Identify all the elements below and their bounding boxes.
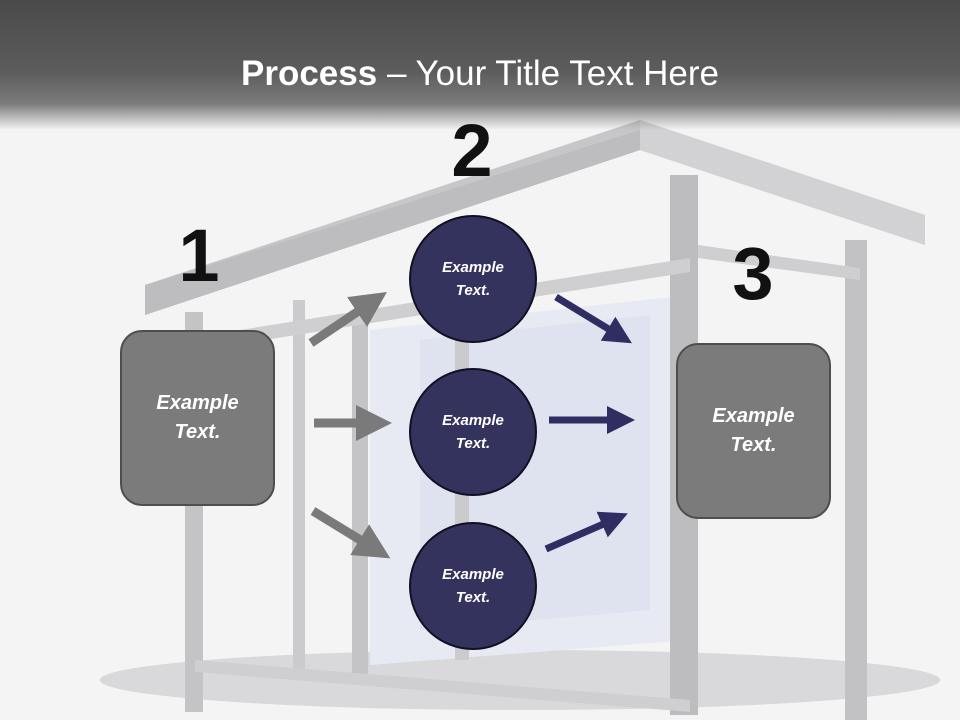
arrow-from-top-circle [554, 294, 632, 344]
arrow-from-bottom-circle [544, 511, 628, 553]
left-step-box: Example Text. [120, 330, 275, 506]
circle-label-top: Example Text. [442, 259, 504, 299]
step-number-3: 3 [732, 232, 774, 315]
process-circle-middle: Example Text. [409, 368, 537, 496]
process-circle-bottom: Example Text. [409, 522, 537, 650]
title-banner [0, 0, 960, 130]
title-bold: Process [241, 54, 378, 93]
slide-title: Process – Your Title Text Here [0, 52, 960, 96]
arrow-to-bottom-circle [310, 507, 391, 559]
step-number-1: 1 [178, 214, 220, 297]
title-rest: – Your Title Text Here [377, 54, 719, 93]
circle-label-middle: Example Text. [442, 412, 504, 452]
step-number-2: 2 [451, 109, 493, 192]
right-step-box: Example Text. [676, 343, 831, 519]
right-step-label: Example Text. [712, 405, 795, 456]
process-circle-top: Example Text. [409, 215, 537, 343]
circle-label-bottom: Example Text. [442, 566, 504, 606]
arrow-to-top-circle [308, 291, 387, 347]
left-step-label: Example Text. [156, 392, 239, 443]
